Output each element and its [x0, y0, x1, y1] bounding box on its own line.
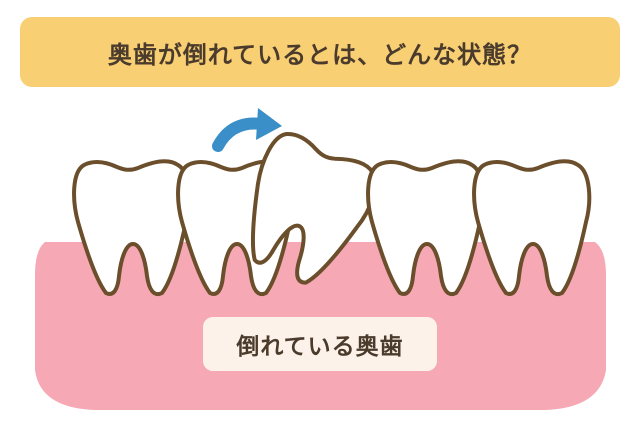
molar-icon — [72, 159, 192, 296]
label: 倒れている奥歯 — [236, 334, 404, 360]
label-box: 倒れている奥歯 — [203, 317, 437, 371]
title-banner: 奥歯が倒れているとは、どんな状態？ — [20, 17, 620, 87]
title: 奥歯が倒れているとは、どんな状態？ — [107, 40, 533, 69]
molar-icon — [366, 159, 486, 296]
curved-arrow-icon — [212, 108, 282, 152]
molar-icon — [472, 159, 592, 296]
tilted-molar-icon — [250, 131, 378, 285]
